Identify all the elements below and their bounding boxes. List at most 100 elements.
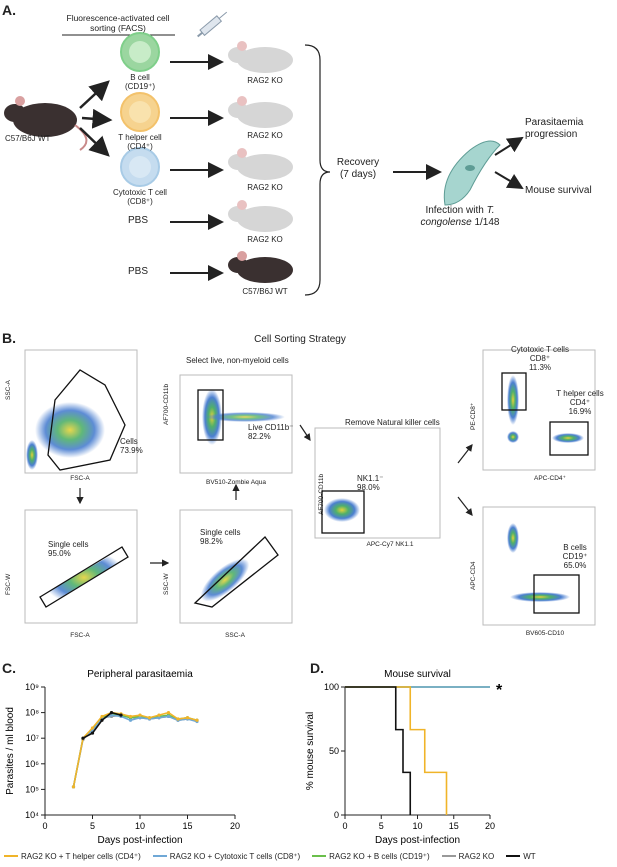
data-point (176, 717, 180, 721)
x-tick-label: 0 (42, 821, 47, 831)
series-line (72, 714, 198, 787)
recipient-label: RAG2 KO (247, 131, 283, 140)
x-axis-label: Days post-infection (375, 835, 460, 845)
legend-item: WT (506, 851, 536, 861)
wt-mouse-icon (228, 251, 293, 283)
arrow (79, 80, 110, 109)
legend-swatch (4, 855, 18, 857)
data-point (100, 714, 104, 719)
axis-y-label: AF700-CD11b (318, 473, 325, 515)
recipient-label: C57/B6J WT (242, 287, 288, 296)
y-tick-label: 10⁵ (25, 784, 39, 794)
series-line (72, 713, 198, 787)
axis-x-label: BV510-Zombie Aqua (206, 479, 266, 486)
data-point (128, 714, 133, 719)
gate-b-cells (533, 574, 580, 614)
plot-title: Select live, non-myeloid cells (186, 356, 289, 365)
gate-label: NK1.1⁻98.0% (357, 474, 384, 493)
recovery-label: Recovery(7 days) (336, 157, 380, 180)
data-point (166, 711, 171, 715)
arrow (79, 127, 110, 157)
axis-x-label: APC-CD4⁺ (534, 475, 566, 482)
rag2-ko-mouse-icon (228, 148, 293, 180)
infection-label: Infection with T. congolense 1/148 (420, 205, 500, 228)
axis-y-label: SSC-A (5, 380, 12, 400)
y-tick-label: 50 (329, 746, 339, 756)
panel-a-schematic (4, 11, 524, 296)
facs-plot-3 (24, 509, 138, 624)
legend-item: RAG2 KO + T helper cells (CD4⁺) (4, 852, 141, 861)
recipient-label: RAG2 KO (247, 235, 283, 244)
gate-cd8 (501, 372, 527, 411)
data-point (109, 711, 114, 715)
facs-plot-6 (482, 349, 596, 471)
recipient-label: RAG2 KO (247, 183, 283, 192)
gate-single-cells-1 (39, 546, 129, 608)
cytotoxic-t-cell-icon (120, 147, 160, 187)
data-point (128, 718, 133, 722)
data-point (71, 785, 76, 789)
data-point (100, 718, 104, 722)
panel-label-a: A. (2, 2, 16, 18)
series-line (72, 714, 198, 787)
facs-plot-1 (24, 349, 138, 474)
axis-x-label: SSC-A (225, 632, 245, 639)
data-point (166, 714, 171, 719)
facs-plots (24, 349, 596, 626)
legend-swatch (152, 855, 167, 857)
x-tick-label: 15 (182, 821, 192, 831)
panel-label-c: C. (2, 660, 16, 676)
chart-title: Mouse survival (384, 669, 451, 680)
arrow (81, 108, 113, 129)
facs-plot-2 (179, 374, 293, 474)
x-tick-label: 10 (412, 821, 422, 831)
t-helper-cell-icon (120, 92, 160, 132)
rag2-ko-mouse-icon (228, 200, 293, 232)
data-point (185, 716, 190, 720)
legend-swatch (312, 855, 327, 857)
legend-item: RAG2 KO + Cytotoxic T cells (CD8⁺) (152, 851, 301, 861)
axis-y-label: PE-CD8⁺ (470, 402, 477, 430)
data-point (81, 736, 85, 740)
y-tick-label: 10⁸ (25, 708, 39, 718)
legend-label: RAG2 KO + T helper cells (CD4⁺) (21, 851, 141, 861)
b-cell-icon (120, 32, 160, 72)
series-line (345, 686, 412, 815)
data-point (138, 716, 142, 720)
donor-label: C57/B6J WT (5, 134, 51, 143)
legend-label: RAG2 KO + B cells (CD19⁺) (329, 851, 430, 861)
y-axis-label: Parasites / ml blood (5, 707, 16, 795)
cytotoxic-t-label: Cytotoxic T cell(CD8⁺) (113, 188, 167, 207)
panel-label-d: D. (310, 660, 324, 676)
data-point (90, 726, 95, 730)
trypanosome-icon (443, 140, 501, 206)
legend-swatch (506, 855, 521, 857)
axis-y-label: APC-CD4 (470, 561, 477, 590)
chart-title: Peripheral parasitaemia (87, 669, 193, 680)
axis-x-label: BV605-CD10 (525, 630, 565, 637)
facs-plot-7 (482, 506, 596, 626)
x-tick-label: 5 (90, 821, 95, 831)
y-tick-label: 10⁷ (26, 733, 39, 743)
significance-annotation: * (496, 682, 503, 699)
y-tick-label: 10⁹ (25, 682, 39, 692)
x-tick-label: 0 (342, 821, 347, 831)
axis-y-label: AF700-CD11b (163, 383, 170, 425)
gate-nk (321, 490, 365, 534)
gate-single-cells-2 (193, 536, 279, 608)
x-tick-label: 15 (449, 821, 459, 831)
legend-label: RAG2 KO + Cytotoxic T cells (CD8⁺) (169, 851, 301, 861)
y-tick-label: 100 (324, 682, 339, 692)
t-helper-label: T helper cell(CD4⁺) (118, 133, 162, 152)
pbs-label-1: PBS (128, 215, 149, 226)
data-point (157, 716, 161, 720)
x-tick-label: 10 (135, 821, 145, 831)
data-point (195, 718, 199, 722)
gate-cd4 (549, 421, 589, 456)
legend-label: WT (523, 851, 536, 861)
gate-label: Live CD11b⁻82.2% (248, 423, 294, 442)
x-axis-label: Days post-infection (97, 835, 182, 845)
